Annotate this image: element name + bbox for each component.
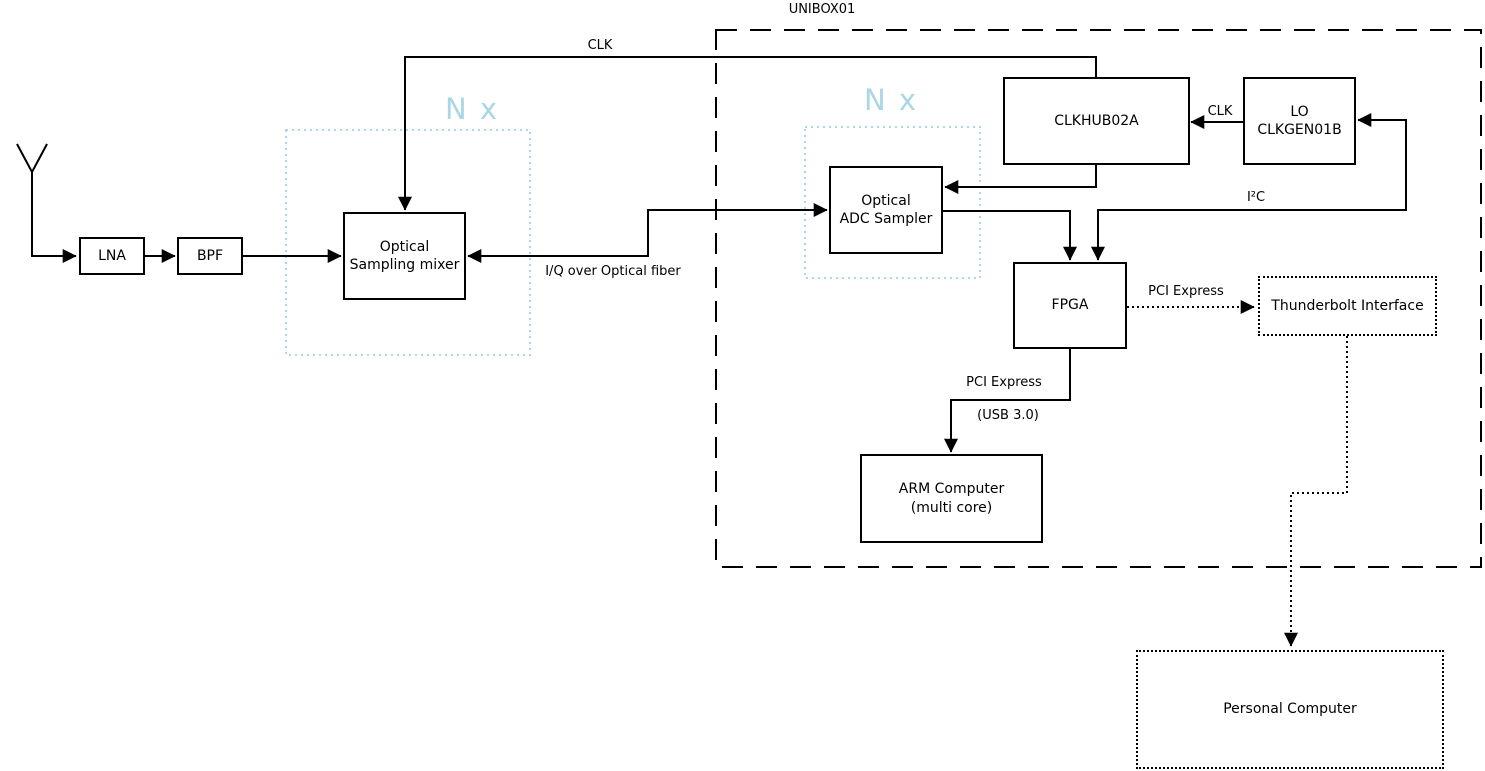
- edge-thunderbolt-pc: [1284, 336, 1348, 647]
- unibox01-boundary: [715, 29, 1482, 568]
- antenna-icon: [16, 143, 77, 263]
- block-lo-clkgen01b: LO CLKGEN01B: [1243, 77, 1356, 165]
- block-bpf: BPF: [177, 237, 243, 275]
- edge-i2c: [1091, 113, 1407, 261]
- pci-express-thunderbolt-label: PCI Express: [1148, 284, 1224, 299]
- block-optical-adc-sampler: Optical ADC Sampler: [829, 166, 943, 254]
- i2c-label: I²C: [1246, 190, 1266, 205]
- nx-group-right-boundary: [804, 126, 981, 279]
- block-clkhub02a: CLKHUB02A: [1003, 77, 1190, 165]
- iq-fiber-label: I/Q over Optical fiber: [545, 264, 681, 279]
- clk-top-label: CLK: [587, 38, 613, 53]
- edge-adc-fpga: [943, 210, 1077, 261]
- edge-fpga-arm: [944, 348, 1071, 453]
- nx-group-left-boundary: [285, 129, 531, 356]
- block-thunderbolt-interface: Thunderbolt Interface: [1258, 276, 1437, 336]
- block-lna: LNA: [79, 237, 145, 275]
- block-personal-computer: Personal Computer: [1136, 650, 1444, 769]
- pci-express-arm-label: PCI Express: [966, 375, 1042, 390]
- nx-left-label: N x: [444, 92, 500, 126]
- clk-lo-label: CLK: [1207, 104, 1233, 119]
- usb-label: (USB 3.0): [977, 408, 1039, 423]
- nx-right-label: N x: [863, 83, 919, 117]
- block-fpga: FPGA: [1013, 262, 1127, 349]
- block-arm-computer: ARM Computer (multi core): [860, 454, 1043, 543]
- edge-clk-to-mixer: [398, 56, 1097, 211]
- unibox01-title: UNIBOX01: [788, 2, 856, 17]
- block-optical-sampling-mixer: Optical Sampling mixer: [343, 212, 466, 300]
- edge-clkhub-adc: [944, 165, 1097, 194]
- edge-iq-fiber: [467, 203, 828, 263]
